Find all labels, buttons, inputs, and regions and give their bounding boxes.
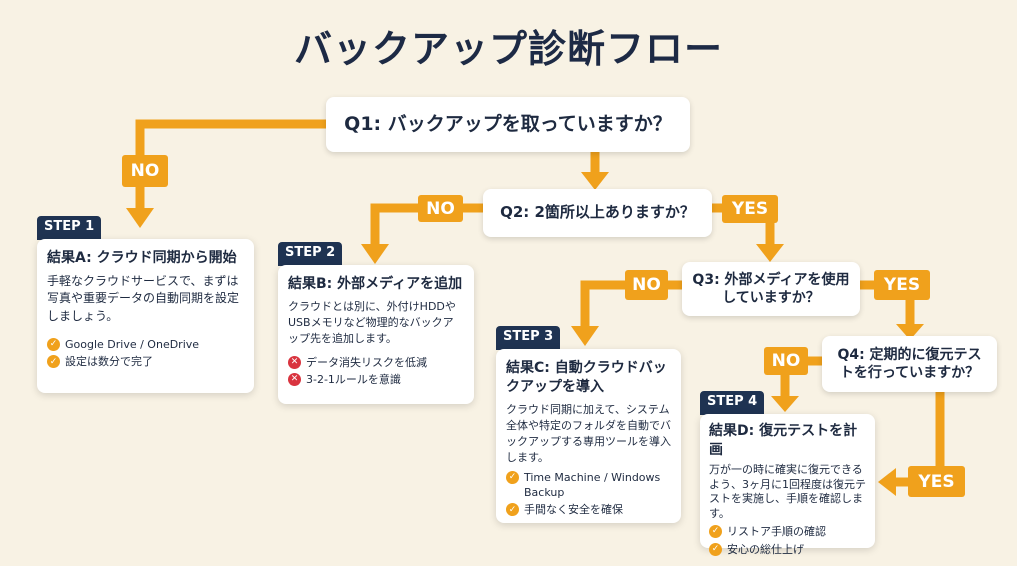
arrow-head [771,396,799,412]
yes-label-q2: YES [722,195,778,223]
step-badge: STEP 1 [37,216,102,240]
arrow-head [756,244,784,262]
yes-label-q4: YES [908,466,965,497]
card-title: 結果B: 外部メディアを追加 [288,276,463,292]
q4-text: Q4: 定期的に復元テストを行っていますか？ [837,346,982,381]
arrow-head [126,208,154,228]
yes-label-q3: YES [874,270,930,300]
item-text: 手間なく安全を確保 [524,503,623,517]
step-badge: STEP 3 [496,326,561,350]
list-item: ✓ Time Machine / Windows Backup [506,470,671,501]
result-card-c: 結果C: 自動クラウドバックアップを導入 クラウド同期に加えて、システム全体や特… [496,349,681,523]
check-icon: ✓ [47,355,60,369]
step-badge: STEP 2 [278,242,343,266]
list-item: ✕ 3-2-1ルールを意識 [288,372,464,387]
list-item: ✓ 設定は数分で完了 [47,354,244,369]
list-item: ✓ 手間なく安全を確保 [506,502,671,517]
check-icon: ✓ [709,525,722,539]
list-item: ✕ データ消失リスクを低減 [288,355,464,370]
card-description: 手軽なクラウドサービスで、まずは写真や重要データの自動同期を設定しましょう。 [47,273,240,323]
check-icon: ✓ [709,542,722,556]
card-title: 結果C: 自動クラウドバックアップを導入 [506,360,667,395]
q3-text: Q3: 外部メディアを使用していますか？ [692,271,850,306]
page-title: バックアップ診断フロー [293,27,723,71]
list-item: ✓ Google Drive / OneDrive [47,337,244,352]
arrow-head [878,468,896,496]
arrow-head [571,326,599,346]
x-icon: ✕ [288,373,301,387]
question-q1: Q1: バックアップを取っていますか？ [326,97,690,152]
item-text: Time Machine / Windows Backup [524,470,661,499]
arrow-head [361,244,389,264]
check-icon: ✓ [47,338,60,352]
question-q3: Q3: 外部メディアを使用していますか？ [682,262,860,316]
check-icon: ✓ [506,470,519,484]
item-text: Google Drive / OneDrive [65,338,200,352]
no-label-q2: NO [418,195,463,222]
arrow-head [896,324,924,340]
x-icon: ✕ [288,355,301,369]
result-card-b: 結果B: 外部メディアを追加 クラウドとは別に、外付けHDDやUSBメモリなど物… [278,265,474,404]
item-text: 設定は数分で完了 [65,355,153,369]
no-label-q3: NO [625,270,668,300]
card-description: クラウドとは別に、外付けHDDやUSBメモリなど物理的なバックアップ先を追加しま… [288,299,456,345]
result-card-d: 結果D: 復元テストを計画 万が一の時に確実に復元できるよう、3ヶ月に1回程度は… [700,414,875,556]
q2-text: Q2: 2箇所以上ありますか？ [500,203,695,222]
arrow-head [581,172,609,190]
list-item: ✓ 安心の総仕上げ [709,542,866,557]
card-title: 結果A: クラウド同期から開始 [47,250,237,266]
list-item: ✓ リストア手順の確認 [709,524,866,539]
no-label-q4: NO [764,347,808,375]
card-title: 結果D: 復元テストを計画 [709,423,858,458]
question-q2: Q2: 2箇所以上ありますか？ [483,189,712,237]
q1-text: Q1: バックアップを取っていますか？ [344,113,672,136]
step-badge: STEP 4 [700,391,765,415]
card-description: 万が一の時に確実に復元できるよう、3ヶ月に1回程度は復元テストを実施し、手順を確… [709,462,866,521]
question-q4: Q4: 定期的に復元テストを行っていますか？ [822,336,997,392]
check-icon: ✓ [506,503,519,517]
card-description: クラウド同期に加えて、システム全体や特定のフォルダを自動でバックアップする専用ツ… [506,402,671,464]
no-label-q1: NO [122,155,168,187]
item-text: 3-2-1ルールを意識 [306,373,401,387]
result-card-a: 結果A: クラウド同期から開始 手軽なクラウドサービスで、まずは写真や重要データ… [37,239,254,393]
item-text: リストア手順の確認 [727,525,826,539]
item-text: 安心の総仕上げ [727,542,804,556]
connector-q1-no [135,119,330,210]
item-text: データ消失リスクを低減 [306,355,427,369]
